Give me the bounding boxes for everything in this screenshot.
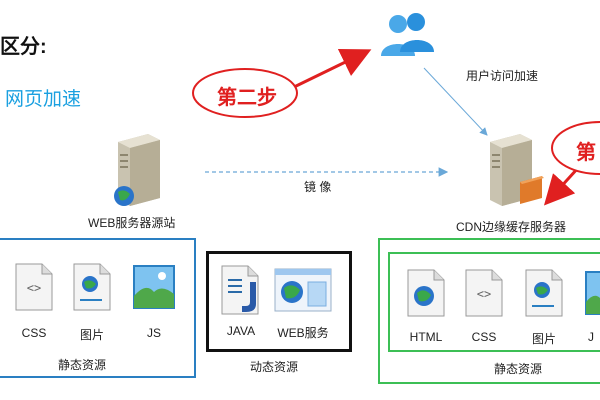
cdn-static-label: 静态资源 bbox=[493, 362, 542, 376]
cdn-file-js-label: J bbox=[588, 330, 594, 344]
mirror-label: 镜 像 bbox=[304, 180, 332, 194]
origin-static-frame bbox=[0, 238, 196, 378]
origin-file-java-label: JAVA bbox=[226, 324, 256, 338]
image-file-icon bbox=[525, 269, 563, 317]
step3-arrow bbox=[543, 166, 580, 206]
css-file-icon: <> bbox=[465, 269, 503, 317]
cdn-outer-frame bbox=[378, 238, 600, 384]
image-file-icon bbox=[73, 263, 111, 311]
cdn-inner-frame bbox=[388, 252, 600, 352]
origin-file-image-label: 图片 bbox=[79, 328, 104, 342]
origin-static-label: 静态资源 bbox=[57, 358, 106, 372]
origin-server-icon bbox=[114, 134, 160, 206]
step3-ellipse bbox=[551, 121, 600, 175]
origin-dynamic-label: 动态资源 bbox=[249, 360, 298, 374]
step2-label: 第二步 bbox=[217, 87, 277, 109]
cdn-file-image-label: 图片 bbox=[531, 332, 556, 346]
picture-icon bbox=[585, 271, 600, 315]
section-subheading: 网页加速 bbox=[5, 89, 82, 110]
svg-text:<>: <> bbox=[27, 281, 41, 295]
step3-label: 第 bbox=[576, 142, 596, 164]
origin-file-css-label: CSS bbox=[21, 326, 47, 340]
origin-file-web-label: WEB服务 bbox=[277, 326, 329, 340]
origin-file-js-label: JS bbox=[146, 326, 161, 340]
web-service-icon bbox=[274, 268, 332, 312]
picture-icon bbox=[133, 265, 175, 309]
step2-ellipse bbox=[192, 68, 298, 118]
origin-dynamic-frame bbox=[206, 251, 352, 352]
users-to-cdn-arrow bbox=[423, 67, 488, 136]
users-icon bbox=[381, 13, 434, 56]
users-caption: 用户访问加速 bbox=[466, 69, 539, 83]
svg-text:<>: <> bbox=[477, 287, 491, 301]
section-heading: 区分: bbox=[0, 36, 47, 58]
java-file-icon bbox=[221, 265, 259, 315]
css-file-icon: <> bbox=[15, 263, 53, 311]
cdn-caption: CDN边缘缓存服务器 bbox=[456, 220, 566, 234]
step2-arrow bbox=[291, 49, 372, 90]
cdn-file-css-label: CSS bbox=[471, 330, 497, 344]
cdn-file-html-label: HTML bbox=[409, 330, 443, 344]
origin-caption: WEB服务器源站 bbox=[88, 216, 176, 230]
cdn-server-icon bbox=[490, 134, 544, 206]
html-file-icon bbox=[407, 269, 445, 317]
